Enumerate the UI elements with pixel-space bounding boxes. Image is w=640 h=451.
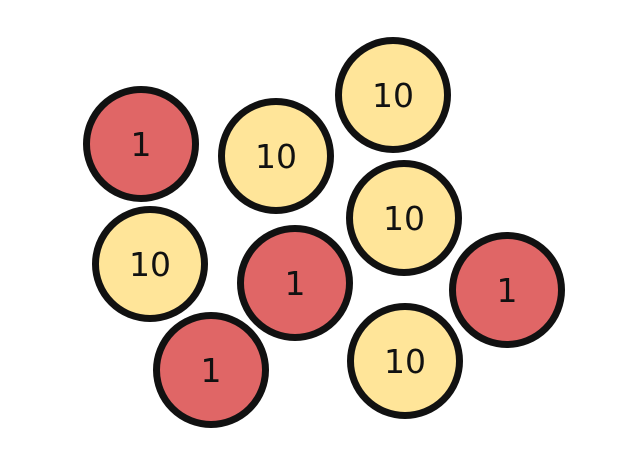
- counter-value: 10: [384, 341, 426, 381]
- counter-value: 1: [284, 263, 306, 303]
- counter-ten: 10: [218, 98, 334, 214]
- counter-value: 1: [200, 350, 222, 390]
- counter-value: 1: [130, 124, 152, 164]
- counter-ten: 10: [92, 206, 208, 322]
- counter-ten: 10: [346, 160, 462, 276]
- counter-value: 10: [372, 75, 414, 115]
- counter-value: 1: [496, 270, 518, 310]
- counter-one: 1: [237, 225, 353, 341]
- counter-value: 10: [129, 244, 171, 284]
- counter-one: 1: [449, 232, 565, 348]
- counter-ten: 10: [347, 303, 463, 419]
- counter-one: 1: [153, 312, 269, 428]
- counter-ten: 10: [335, 37, 451, 153]
- counter-value: 10: [383, 198, 425, 238]
- counter-value: 10: [255, 136, 297, 176]
- counter-one: 1: [83, 86, 199, 202]
